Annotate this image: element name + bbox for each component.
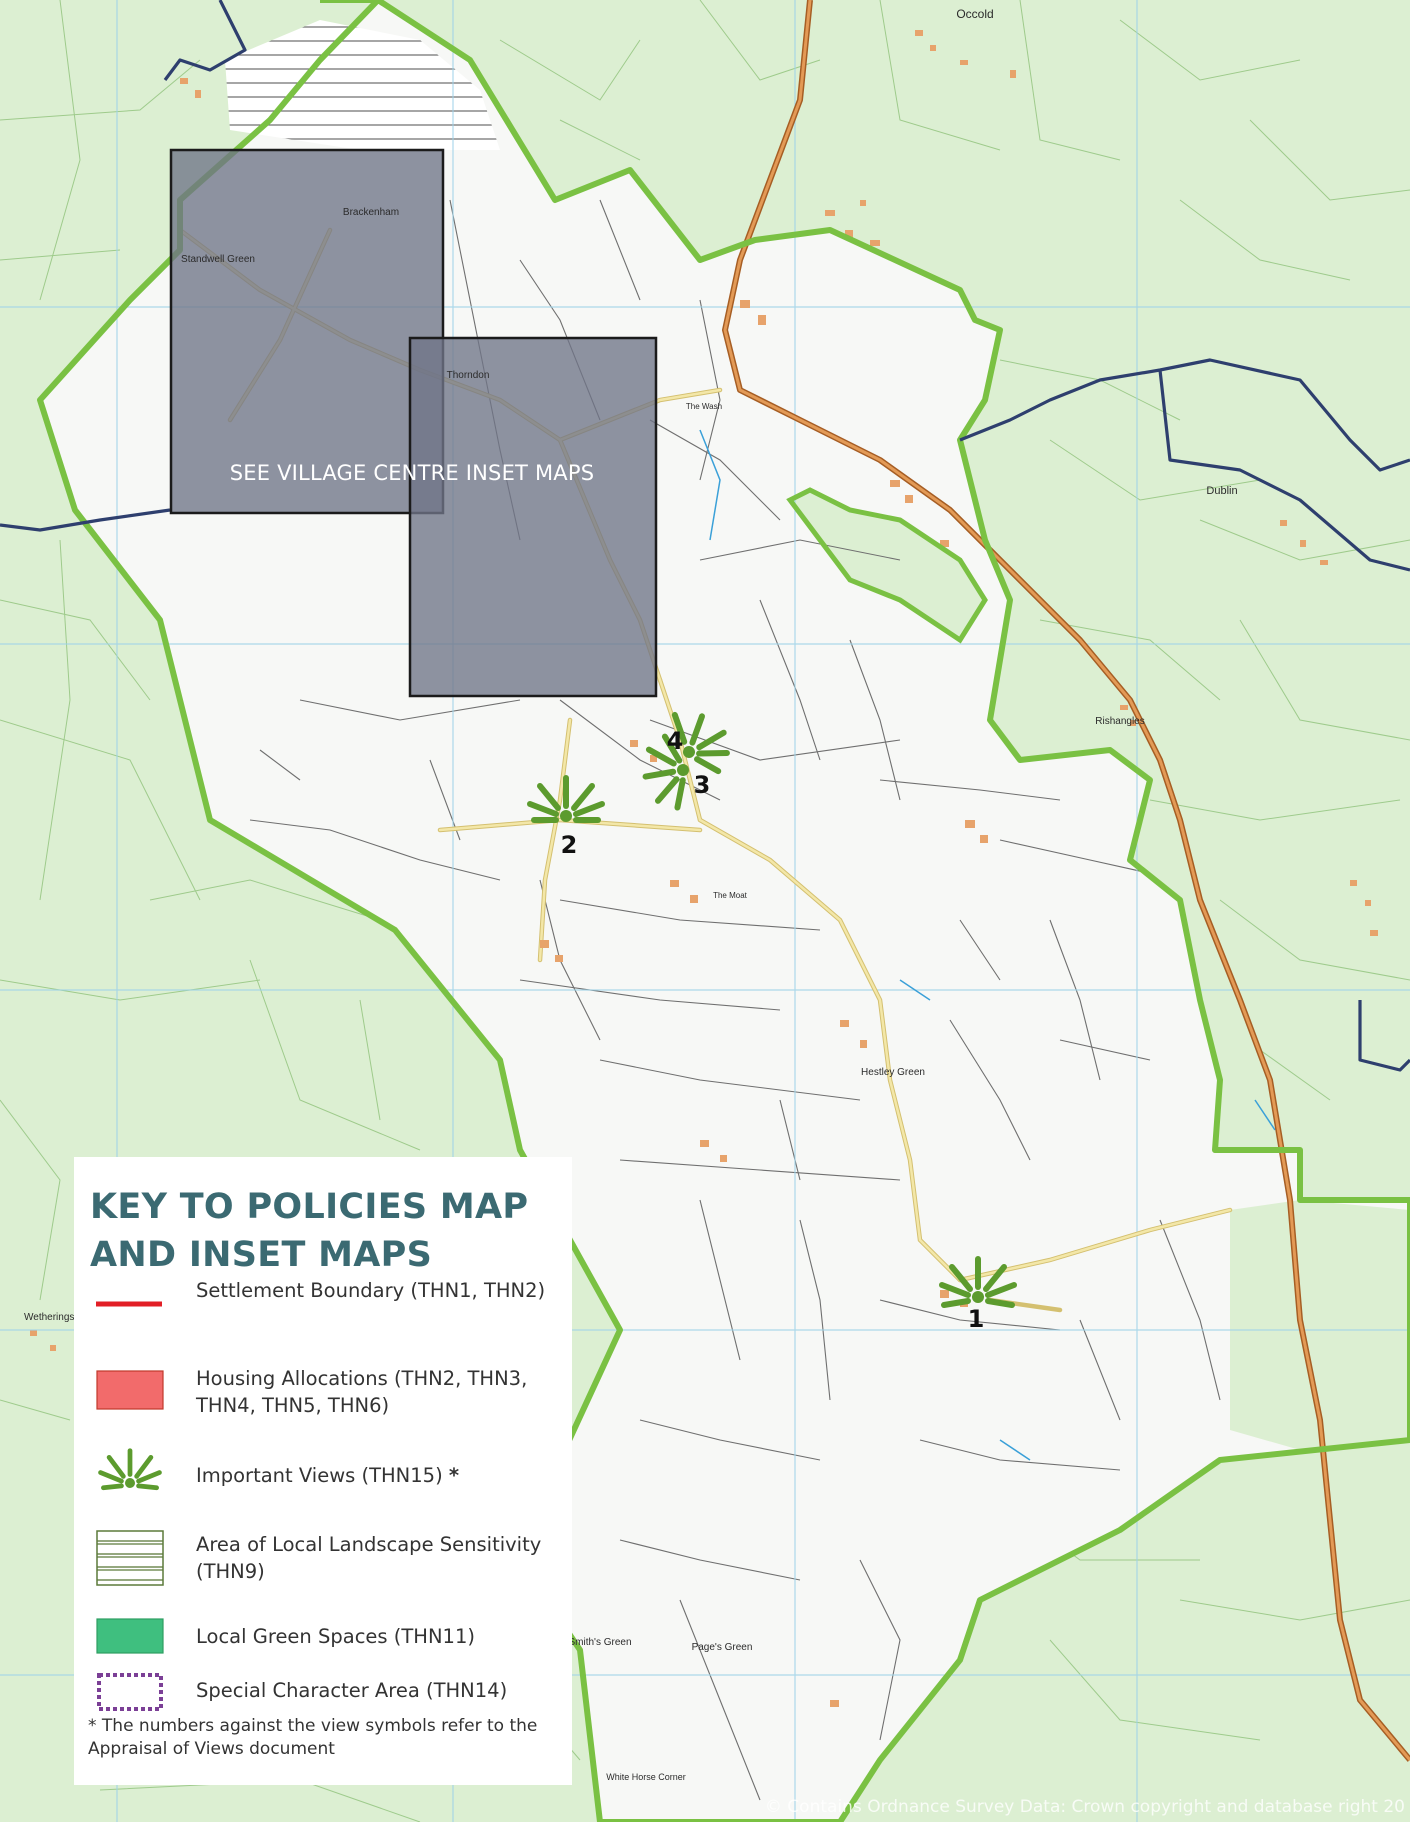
key-title: KEY TO POLICIES MAP AND INSET MAPS [90, 1183, 558, 1279]
important-view-2 [527, 775, 605, 823]
place-label-occold: Occold [956, 7, 993, 21]
inset-box-east [408, 336, 658, 698]
key-label-important-views-asterisk: * [448, 1464, 460, 1487]
place-label-dublin: Dublin [1206, 485, 1237, 497]
key-label-landscape-sensitivity: Area of Local Landscape Sensitivity (THN… [196, 1533, 542, 1583]
important-view-3 [642, 733, 689, 811]
inset-caption: SEE VILLAGE CENTRE INSET MAPS [230, 461, 594, 485]
red-line-icon [96, 1301, 162, 1307]
view-number-1: 1 [968, 1305, 985, 1333]
key-title-line-2: AND INSET MAPS [90, 1235, 433, 1275]
place-label-wetheringset: Wetheringset [24, 1312, 83, 1323]
key-label-housing-allocations: Housing Allocations (THN2, THN3, THN4, T… [196, 1367, 528, 1417]
place-label-smiths-green: Smith's Green [568, 1637, 631, 1648]
dotted-box-icon [97, 1673, 163, 1711]
important-view-4 [671, 711, 730, 775]
important-view-1 [939, 1256, 1017, 1308]
place-label-pages-green: Page's Green [692, 1642, 753, 1653]
key-title-line-1: KEY TO POLICIES MAP [90, 1187, 529, 1227]
place-label-the-wash: The Wash [686, 402, 722, 411]
place-label-the-moat: The Moat [713, 891, 748, 900]
key-label-important-views: Important Views (THN15) * [196, 1462, 576, 1489]
district-boundary [0, 0, 1410, 1072]
view-number-2: 2 [561, 831, 578, 859]
view-number-4: 4 [667, 727, 684, 755]
map-key-panel: KEY TO POLICIES MAP AND INSET MAPS Settl… [74, 1157, 572, 1785]
green-fill-icon [96, 1618, 164, 1654]
green-island-southeast [1230, 1200, 1410, 1450]
green-island-east [790, 490, 985, 640]
place-label-white-horse-corner: White Horse Corner [606, 1772, 686, 1782]
key-label-special-character-area: Special Character Area (THN14) [196, 1679, 508, 1702]
streams [699, 429, 1276, 1461]
copyright-notice: © Contains Ordnance Survey Data: Crown c… [765, 1797, 1405, 1817]
place-label-thorndon: Thorndon [447, 370, 490, 381]
key-label-important-views-text: Important Views (THN15) [196, 1464, 443, 1487]
place-label-standwell-green: Standwell Green [181, 254, 255, 265]
important-view-icon [98, 1448, 162, 1491]
place-label-hestley-green: Hestley Green [861, 1067, 925, 1078]
main-road [723, 0, 1410, 1761]
view-number-3: 3 [694, 771, 711, 799]
parish-boundary-east-indent [786, 487, 988, 644]
key-label-local-green-spaces: Local Green Spaces (THN11) [196, 1625, 475, 1648]
red-fill-icon [96, 1370, 164, 1410]
inset-box-west [169, 148, 445, 515]
hatched-box-icon [96, 1530, 164, 1586]
place-label-brackenham: Brackenham [343, 207, 399, 218]
countryside-buildings [30, 30, 1378, 1706]
place-label-rishangles: Rishangles [1095, 716, 1144, 727]
landscape-sensitivity-area [225, 20, 500, 150]
key-footnote: * The numbers against the view symbols r… [88, 1716, 538, 1759]
parish-boundary [37, 0, 1410, 1822]
key-label-settlement-boundary: Settlement Boundary (THN1, THN2) [196, 1279, 546, 1302]
